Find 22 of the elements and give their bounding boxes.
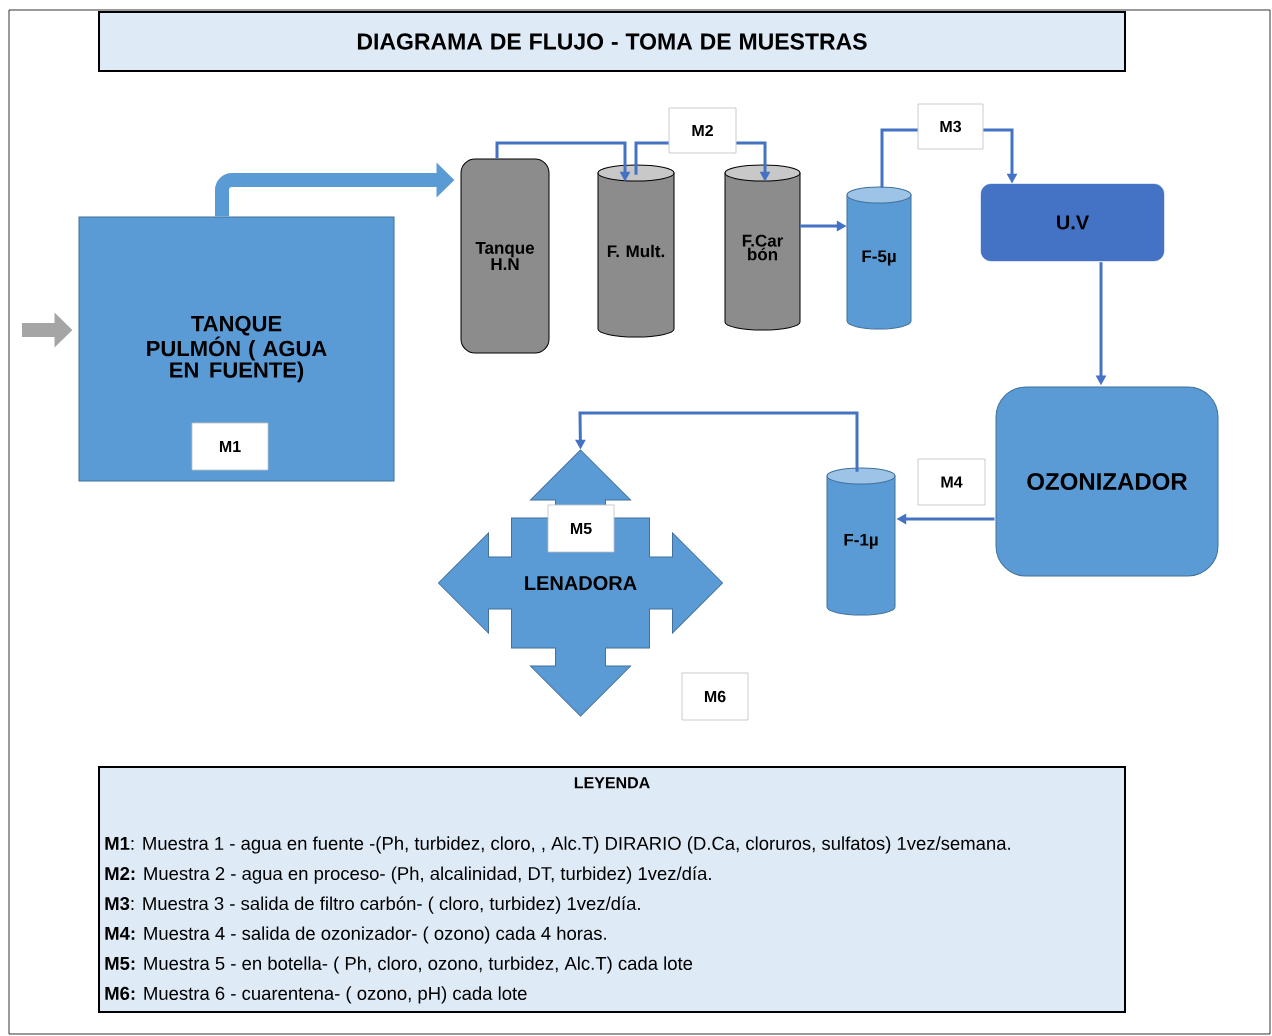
legend-entry: M1: Muestra 1 - agua en fuente -(Ph, turbidez, cloro, , Alc.T) DIRARIO (D.Ca, cloruros, sulfatos) 1vez/semana. (105, 836, 1010, 854)
legend-heading: LEYENDA (574, 777, 650, 789)
legend-entry: M2: Muestra 2 - agua en proceso- (Ph, alcalinidad, DT, turbidez) 1vez/día. (105, 866, 711, 884)
title-box: DIAGRAMA DE FLUJO - TOMA DE MUESTRAS (98, 11, 1126, 72)
sample-label: M1 (191, 422, 269, 471)
filter-cylinder: F-1µ (826, 467, 896, 616)
legend-entry: M4: Muestra 4 - salida de ozonizador- ( ozono) cada 4 horas. (105, 926, 606, 944)
legend-entry: M3: Muestra 3 - salida de filtro carbón- ( cloro, turbidez) 1vez/día. (105, 896, 640, 914)
sample-label: M5 (547, 504, 615, 553)
legend-entry: M6: Muestra 6 - cuarentena- ( ozono, pH) cada lote (105, 986, 527, 1004)
sample-label: M6 (681, 672, 749, 721)
legend-entry: M5: Muestra 5 - en botella- ( Ph, cloro, ozono, turbidez, Alc.T) cada lote (105, 956, 693, 974)
process-box: OZONIZADOR (995, 386, 1219, 577)
arrow (634, 141, 669, 175)
process-box: U.V (980, 183, 1165, 262)
filter-cylinder: F. Mult. (597, 164, 675, 338)
sample-label: M3 (917, 103, 984, 150)
tank-box: Tanque H.N (460, 158, 550, 354)
filter-cylinder: F.Car bón (724, 164, 801, 331)
filter-cylinder: F-5µ (846, 186, 912, 330)
sample-label: M2 (668, 107, 737, 154)
sample-label: M4 (917, 458, 986, 506)
